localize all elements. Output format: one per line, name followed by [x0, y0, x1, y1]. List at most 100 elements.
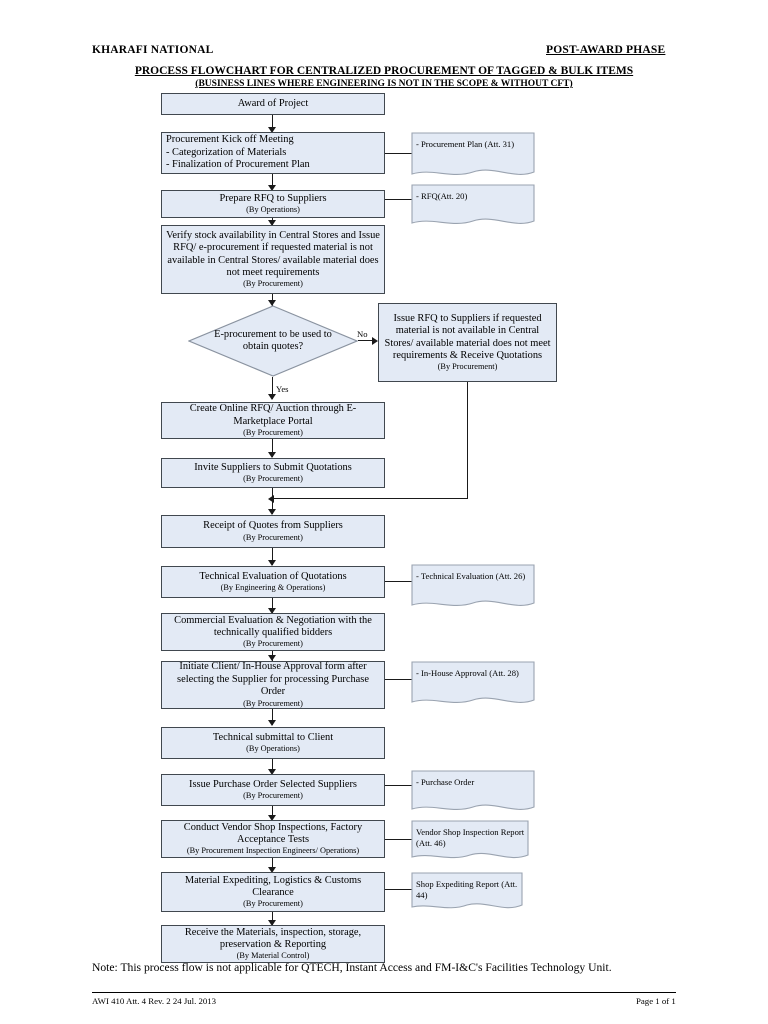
document-shape	[411, 770, 535, 810]
node-label: Order	[260, 686, 286, 698]
node-label: Award of Project	[237, 97, 309, 109]
document-technical-evaluation: - Technical Evaluation (Att. 26)	[411, 564, 535, 612]
node-label: Procurement Kick off Meeting	[166, 134, 294, 146]
node-decision-eprocurement: E-procurement to be used to obtain quote…	[188, 305, 358, 377]
document-shape	[411, 820, 529, 859]
document-label: - RFQ(Att. 20)	[416, 191, 468, 201]
node-receipt-of-quotes: Receipt of Quotes from Suppliers (By Pro…	[161, 515, 385, 548]
node-technical-submittal: Technical submittal to Client (By Operat…	[161, 727, 385, 759]
node-label: selecting the Supplier for processing Pu…	[177, 673, 369, 685]
connector	[272, 598, 274, 613]
document-label: - Technical Evaluation (Att. 26)	[416, 571, 526, 581]
decision-line-1: E-procurement to be used to	[214, 328, 332, 340]
connector-doc	[385, 581, 412, 583]
document-title: PROCESS FLOWCHART FOR CENTRALIZED PROCUR…	[134, 65, 634, 77]
node-technical-evaluation: Technical Evaluation of Quotations (By E…	[161, 566, 385, 598]
document-purchase-order: - Purchase Order	[411, 770, 535, 816]
node-label: Initiate Client/ In-House Approval form …	[179, 661, 367, 673]
node-label: preservation & Reporting	[219, 939, 327, 950]
connector-doc	[385, 679, 412, 681]
arrow-icon	[268, 127, 276, 133]
document-label: Shop Expediting Report (Att. 44)	[416, 879, 518, 900]
node-commercial-evaluation: Commercial Evaluation & Negotiation with…	[161, 613, 385, 651]
note-text: Note: This process flow is not applicabl…	[92, 961, 612, 974]
node-role: (By Procurement)	[243, 639, 303, 649]
node-vendor-inspections: Conduct Vendor Shop Inspections, Factory…	[161, 820, 385, 858]
node-role: (By Procurement)	[243, 899, 303, 909]
document-rfq: - RFQ(Att. 20)	[411, 184, 535, 230]
document-procurement-plan: - Procurement Plan (Att. 31)	[411, 132, 535, 181]
document-inhouse-approval: - In-House Approval (Att. 28)	[411, 661, 535, 709]
document-shape	[411, 132, 535, 175]
connector	[272, 115, 274, 130]
document-label: - Procurement Plan (Att. 31)	[416, 139, 515, 149]
node-role: (By Procurement)	[243, 474, 303, 484]
node-prepare-rfq: Prepare RFQ to Suppliers (By Operations)	[161, 190, 385, 218]
arrow-icon	[372, 337, 378, 345]
node-label: Prepare RFQ to Suppliers	[219, 192, 327, 204]
node-role: (By Procurement)	[243, 427, 303, 437]
node-label: Commercial Evaluation & Negotiation with…	[174, 614, 372, 626]
connector-doc	[385, 153, 412, 155]
connector	[272, 912, 274, 925]
document-label: - Purchase Order	[416, 777, 475, 787]
node-label: - Categorization of Materials	[166, 146, 287, 158]
connector	[272, 548, 274, 565]
document-shape	[411, 872, 523, 909]
arrow-icon	[268, 394, 276, 400]
node-role: (By Engineering & Operations)	[220, 583, 326, 593]
connector-rejoin-vertical	[467, 382, 469, 499]
connector	[272, 488, 274, 514]
document-label: Vendor Shop Inspection Report (Att. 46)	[416, 827, 525, 848]
connector	[272, 174, 274, 188]
company-name: KHARAFI NATIONAL	[92, 44, 214, 56]
node-material-expediting: Material Expediting, Logistics & Customs…	[161, 872, 385, 912]
arrow-icon	[268, 185, 276, 191]
document-label: - In-House Approval (Att. 28)	[416, 668, 519, 678]
node-kickoff-meeting: Procurement Kick off Meeting - Categoriz…	[161, 132, 385, 174]
connector	[272, 806, 274, 819]
connector-doc	[385, 199, 412, 201]
arrow-icon	[268, 769, 276, 775]
node-label: technically qualified bidders	[213, 627, 333, 638]
footer-divider	[92, 992, 676, 994]
document-shape	[411, 564, 535, 606]
arrow-icon	[268, 300, 276, 306]
node-label: Receive the Materials, inspection, stora…	[184, 926, 362, 938]
arrow-icon	[268, 608, 276, 614]
arrow-icon	[268, 560, 276, 566]
arrow-icon	[268, 452, 276, 458]
node-label: Verify stock availability in Central Sto…	[166, 229, 380, 278]
arrow-icon	[268, 509, 276, 515]
arrow-icon	[268, 815, 276, 821]
connector	[272, 858, 274, 871]
footer-page-number: Page 1 of 1	[636, 996, 676, 1006]
connector-no-branch	[358, 340, 376, 342]
connector-doc	[385, 889, 412, 891]
node-role: (By Procurement)	[243, 532, 303, 542]
node-label: Create Online RFQ/ Auction through E-	[189, 403, 357, 415]
node-role: (By Material Control)	[236, 951, 310, 961]
document-shop-expediting: Shop Expediting Report (Att. 44)	[411, 872, 523, 914]
node-label: Material Expediting, Logistics & Customs	[184, 874, 362, 886]
node-role: (By Procurement)	[437, 362, 498, 372]
arrow-icon	[268, 920, 276, 926]
node-role: (By Procurement Inspection Engineers/ Op…	[186, 846, 360, 856]
document-subtitle: (BUSINESS LINES WHERE ENGINEERING IS NOT…	[195, 79, 573, 89]
connector-doc	[385, 785, 412, 787]
node-issue-purchase-order: Issue Purchase Order Selected Suppliers …	[161, 774, 385, 806]
node-invite-suppliers: Invite Suppliers to Submit Quotations (B…	[161, 458, 385, 488]
node-role: (By Procurement)	[243, 698, 303, 708]
node-label: Issue Purchase Order Selected Suppliers	[189, 778, 357, 790]
arrow-icon	[268, 655, 276, 661]
node-create-online-rfq: Create Online RFQ/ Auction through E- Ma…	[161, 402, 385, 439]
arrow-icon	[268, 220, 276, 226]
arrow-icon	[268, 867, 276, 873]
arrow-icon	[268, 495, 274, 503]
node-role: (By Operations)	[246, 744, 300, 754]
document-shape	[411, 184, 535, 224]
node-role: (By Procurement)	[243, 279, 303, 289]
node-label: - Finalization of Procurement Plan	[166, 159, 310, 171]
connector-rejoin-horizontal	[274, 498, 468, 500]
